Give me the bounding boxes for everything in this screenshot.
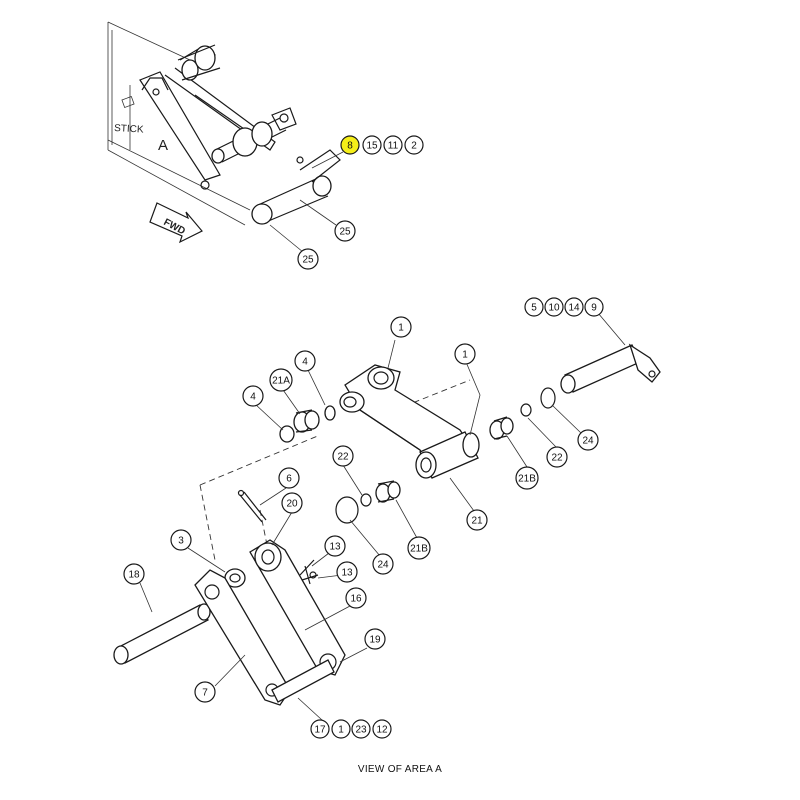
callout-4-left[interactable]: 4 bbox=[242, 385, 264, 407]
svg-text:6: 6 bbox=[286, 474, 292, 485]
svg-text:8: 8 bbox=[347, 141, 353, 152]
svg-text:7: 7 bbox=[202, 688, 208, 699]
callout-21a[interactable]: 21A bbox=[269, 368, 293, 392]
svg-text:21B: 21B bbox=[410, 544, 428, 555]
svg-text:2: 2 bbox=[411, 141, 417, 152]
callout-20[interactable]: 20 bbox=[281, 492, 303, 514]
callout-25-lower[interactable]: 25 bbox=[297, 248, 319, 270]
area-label: A bbox=[158, 137, 168, 154]
callout-14[interactable]: 14 bbox=[564, 297, 584, 317]
callout-22-left[interactable]: 22 bbox=[332, 445, 354, 467]
callout-5[interactable]: 5 bbox=[524, 297, 544, 317]
callout-21b-left[interactable]: 21B bbox=[407, 536, 431, 560]
callout-10[interactable]: 10 bbox=[544, 297, 564, 317]
callout-7[interactable]: 7 bbox=[194, 681, 216, 703]
view-caption: VIEW OF AREA A bbox=[357, 764, 443, 775]
svg-text:1: 1 bbox=[398, 323, 404, 334]
callout-22-right[interactable]: 22 bbox=[546, 446, 568, 468]
svg-text:19: 19 bbox=[369, 635, 381, 646]
callout-17[interactable]: 17 bbox=[310, 719, 330, 739]
callout-11[interactable]: 11 bbox=[383, 135, 403, 155]
svg-text:21B: 21B bbox=[518, 474, 536, 485]
svg-text:13: 13 bbox=[341, 568, 353, 579]
svg-text:4: 4 bbox=[302, 357, 308, 368]
svg-text:12: 12 bbox=[376, 725, 388, 736]
svg-text:21: 21 bbox=[471, 516, 483, 527]
exploded-view bbox=[113, 312, 661, 721]
svg-text:5: 5 bbox=[531, 303, 537, 314]
callout-18[interactable]: 18 bbox=[123, 563, 145, 585]
svg-text:13: 13 bbox=[329, 542, 341, 553]
callout-23[interactable]: 23 bbox=[351, 719, 371, 739]
svg-text:10: 10 bbox=[548, 303, 560, 314]
callout-12[interactable]: 12 bbox=[372, 719, 392, 739]
callout-8[interactable]: 8 bbox=[340, 135, 360, 155]
callout-21[interactable]: 21 bbox=[466, 509, 488, 531]
callout-24-left[interactable]: 24 bbox=[372, 553, 394, 575]
callout-4-center[interactable]: 4 bbox=[294, 350, 316, 372]
svg-text:23: 23 bbox=[355, 725, 367, 736]
svg-text:22: 22 bbox=[551, 453, 563, 464]
callout-1-right[interactable]: 1 bbox=[454, 343, 476, 365]
svg-text:21A: 21A bbox=[272, 376, 290, 387]
svg-text:20: 20 bbox=[286, 499, 298, 510]
callout-1-upper[interactable]: 1 bbox=[390, 316, 412, 338]
svg-text:22: 22 bbox=[337, 452, 349, 463]
svg-text:11: 11 bbox=[388, 141, 399, 152]
svg-text:1: 1 bbox=[462, 350, 468, 361]
stick-label: STICK bbox=[114, 123, 144, 136]
callout-13-lower[interactable]: 13 bbox=[336, 561, 358, 583]
stick-inset bbox=[107, 21, 344, 253]
callout-24-right[interactable]: 24 bbox=[577, 429, 599, 451]
callout-15[interactable]: 15 bbox=[362, 135, 382, 155]
callout-3[interactable]: 3 bbox=[170, 529, 192, 551]
svg-text:1: 1 bbox=[338, 725, 344, 736]
svg-text:9: 9 bbox=[591, 303, 597, 314]
callout-25-upper[interactable]: 25 bbox=[334, 220, 356, 242]
svg-text:15: 15 bbox=[366, 141, 378, 152]
svg-text:14: 14 bbox=[568, 303, 580, 314]
callout-9[interactable]: 9 bbox=[584, 297, 604, 317]
callout-2[interactable]: 2 bbox=[404, 135, 424, 155]
callout-1-bottom[interactable]: 1 bbox=[331, 719, 351, 739]
svg-text:4: 4 bbox=[250, 392, 256, 403]
callout-6[interactable]: 6 bbox=[278, 467, 300, 489]
svg-text:24: 24 bbox=[582, 436, 594, 447]
svg-text:24: 24 bbox=[377, 560, 389, 571]
callout-19[interactable]: 19 bbox=[364, 628, 386, 650]
svg-text:16: 16 bbox=[350, 594, 362, 605]
svg-text:25: 25 bbox=[339, 227, 351, 238]
callout-21b-right[interactable]: 21B bbox=[515, 466, 539, 490]
svg-text:18: 18 bbox=[128, 570, 140, 581]
svg-text:17: 17 bbox=[314, 725, 326, 736]
svg-text:3: 3 bbox=[178, 536, 184, 547]
callout-16[interactable]: 16 bbox=[345, 587, 367, 609]
fwd-arrow bbox=[149, 202, 203, 244]
svg-text:25: 25 bbox=[302, 255, 314, 266]
callout-13-upper[interactable]: 13 bbox=[324, 535, 346, 557]
fwd-label: FWD bbox=[162, 217, 187, 237]
